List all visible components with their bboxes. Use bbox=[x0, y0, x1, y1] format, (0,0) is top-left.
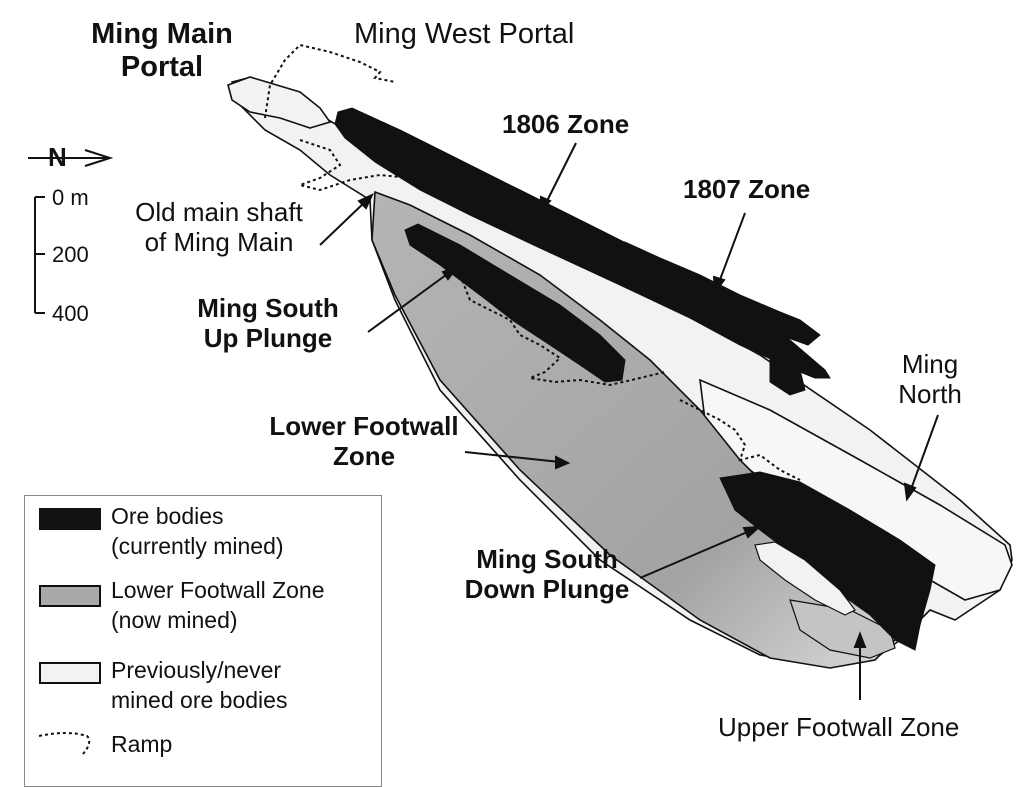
north-arrow bbox=[28, 149, 114, 167]
legend-swatch-previous bbox=[39, 662, 101, 684]
legend-item-lower-footwall: Lower Footwall Zone (now mined) bbox=[111, 576, 325, 636]
ming-south-up-plunge-label: Ming South Up Plunge bbox=[180, 293, 356, 354]
legend-previous-line2: mined ore bodies bbox=[111, 686, 288, 713]
ramp-lower bbox=[679, 399, 801, 481]
ming-west-portal-label: Ming West Portal bbox=[354, 18, 575, 50]
old-main-shaft-label: Old main shaft of Ming Main bbox=[110, 197, 328, 258]
legend-item-ore: Ore bodies (currently mined) bbox=[111, 502, 284, 562]
upper-footwall-zone-body bbox=[789, 599, 896, 659]
ming-main-portal-body bbox=[227, 76, 332, 129]
zone-1806-label: 1806 Zone bbox=[502, 109, 630, 139]
old-main-shaft-line1: Old main shaft bbox=[135, 197, 303, 227]
lower-footwall-zone-label: Lower Footwall Zone bbox=[240, 411, 488, 472]
legend-ore-line1: Ore bodies bbox=[111, 503, 224, 529]
legend-previous-line1: Previously/never bbox=[111, 657, 282, 683]
legend-swatch-ore bbox=[39, 508, 101, 530]
zone-1807-label: 1807 Zone bbox=[683, 174, 811, 204]
ming-main-portal-line1: Ming Main bbox=[91, 18, 233, 50]
down-plunge-white-inclusion bbox=[754, 541, 856, 616]
legend-ore-line2: (currently mined) bbox=[111, 532, 284, 559]
scale-tick-200: 200 bbox=[52, 242, 89, 267]
ming-north-line2: North bbox=[898, 378, 962, 409]
legend-swatch-ramp bbox=[38, 732, 91, 755]
ming-south-down-plunge-line2: Down Plunge bbox=[464, 573, 630, 604]
ming-south-up-plunge-line2: Up Plunge bbox=[203, 322, 333, 353]
ramp-up-plunge bbox=[459, 274, 666, 387]
ming-south-down-plunge-label: Ming South Down Plunge bbox=[436, 544, 658, 605]
scale-tick-0: 0 m bbox=[52, 185, 89, 210]
legend-item-ramp: Ramp bbox=[111, 731, 173, 757]
lower-footwall-zone-line1: Lower Footwall bbox=[269, 411, 459, 441]
upper-footwall-zone-label: Upper Footwall Zone bbox=[718, 712, 960, 742]
ming-north-label: Ming North bbox=[880, 349, 980, 410]
legend-swatch-lower-footwall bbox=[39, 585, 101, 607]
zone-1807-orebody bbox=[611, 241, 821, 346]
lower-footwall-zone-line2: Zone bbox=[332, 440, 396, 471]
zone-1806-orebody bbox=[334, 107, 831, 379]
ming-main-portal-label: Ming Main Portal bbox=[72, 18, 252, 85]
legend-lower-footwall-line1: Lower Footwall Zone bbox=[111, 577, 325, 603]
ming-south-up-plunge-orebody bbox=[404, 223, 626, 383]
scale-bar bbox=[34, 196, 45, 314]
north-arrow-letter: N bbox=[48, 142, 67, 172]
legend-item-previous: Previously/never mined ore bodies bbox=[111, 656, 287, 716]
ramp-main bbox=[296, 139, 411, 192]
legend-lower-footwall-line2: (now mined) bbox=[111, 606, 238, 633]
scale-tick-400: 400 bbox=[52, 301, 89, 326]
ming-north-line1: Ming bbox=[901, 349, 959, 379]
leader-lines bbox=[319, 142, 939, 700]
ramp-west-portal bbox=[264, 43, 396, 119]
ming-south-down-plunge-line1: Ming South bbox=[476, 544, 618, 574]
legend: Ore bodies (currently mined) Lower Footw… bbox=[24, 495, 382, 787]
ming-main-portal-line2: Portal bbox=[120, 51, 204, 84]
zone-1807-orebody-tail bbox=[769, 349, 806, 396]
old-main-shaft-line2: of Ming Main bbox=[144, 226, 294, 257]
ming-south-up-plunge-line1: Ming South bbox=[197, 293, 339, 323]
